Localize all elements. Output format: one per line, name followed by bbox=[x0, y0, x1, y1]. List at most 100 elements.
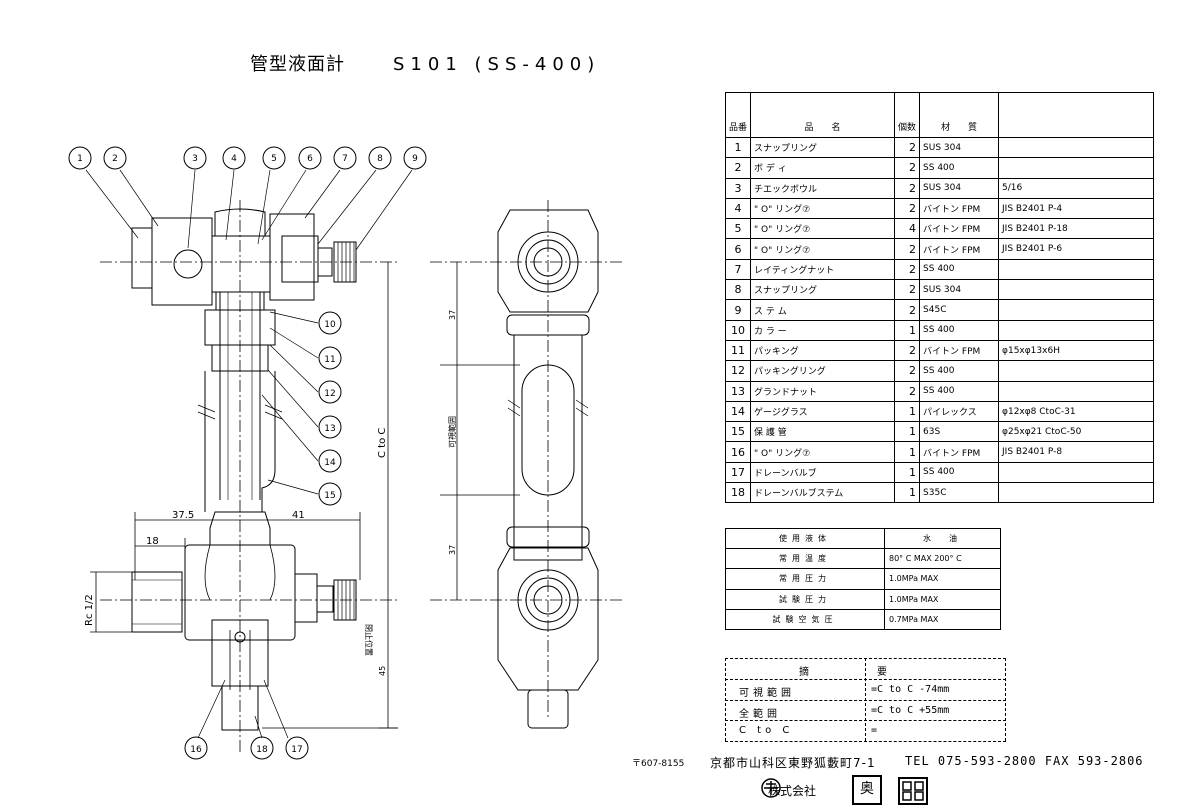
cell-no: 16 bbox=[724, 441, 752, 463]
cell-qty: 2 bbox=[894, 339, 921, 362]
summary-row: C to C= bbox=[725, 720, 1006, 742]
cell-remarks: φ15xφ13x6H bbox=[998, 339, 1155, 362]
cell-qty: 2 bbox=[894, 197, 921, 220]
balloon-11: 11 bbox=[324, 355, 335, 365]
cell-qty: 2 bbox=[894, 279, 921, 301]
dim-rc: Rc 1/2 bbox=[84, 594, 95, 626]
cell-remarks bbox=[998, 157, 1155, 179]
cell-material: バイトン FPM bbox=[919, 218, 1000, 240]
cell-no: 3 bbox=[724, 177, 752, 199]
dim-41: 41 bbox=[292, 510, 305, 521]
cell-qty: 1 bbox=[894, 319, 921, 341]
front-view-top bbox=[131, 208, 357, 512]
cell-no: 14 bbox=[724, 400, 752, 423]
summary-header-right: 要 bbox=[877, 667, 891, 678]
cell-no: 4 bbox=[724, 197, 752, 220]
header-material: 材 質 bbox=[919, 92, 1000, 138]
balloon-2: 2 bbox=[112, 154, 118, 164]
part-balloons bbox=[68, 146, 427, 760]
condition-value: 0.7MPa MAX bbox=[884, 608, 1001, 630]
cell-qty: 2 bbox=[894, 136, 921, 159]
cell-qty: 2 bbox=[894, 238, 921, 260]
cell-no: 5 bbox=[724, 218, 752, 240]
cell-material: SS 400 bbox=[919, 461, 1000, 484]
cell-qty: 1 bbox=[894, 421, 921, 443]
cell-no: 13 bbox=[724, 380, 752, 402]
postal-code: 〒607-8155 bbox=[632, 759, 685, 769]
dimension-lines bbox=[90, 262, 520, 729]
cell-no: 7 bbox=[724, 258, 752, 281]
summary-label: 可視範囲 bbox=[739, 688, 795, 699]
cell-name: ボ デ ィ bbox=[750, 157, 896, 179]
cell-remarks bbox=[998, 279, 1155, 301]
cell-name: ゲージグラス bbox=[750, 400, 896, 423]
condition-label: 常用圧力 bbox=[725, 568, 885, 590]
summary-row: 可視範囲 =C to C -74mm bbox=[725, 679, 1006, 700]
cell-remarks bbox=[998, 136, 1155, 159]
cell-qty: 2 bbox=[894, 157, 921, 179]
cell-name: グランドナット bbox=[750, 380, 896, 402]
balloon-9: 9 bbox=[412, 154, 418, 164]
cell-no: 11 bbox=[724, 339, 752, 362]
cell-name: スナップリング bbox=[750, 136, 896, 159]
balloon-3: 3 bbox=[192, 154, 198, 164]
header-qty: 個数 bbox=[894, 92, 921, 138]
cell-name: ス テ ム bbox=[750, 299, 896, 321]
cell-material: SS 400 bbox=[919, 319, 1000, 341]
cell-name: パッキング bbox=[750, 339, 896, 362]
title-name: 管型液面計 bbox=[250, 54, 345, 75]
cell-material: SS 400 bbox=[919, 360, 1000, 382]
header-remarks bbox=[998, 92, 1155, 138]
cell-remarks: JIS B2401 P-4 bbox=[998, 197, 1155, 220]
condition-label: 使用液体 bbox=[725, 527, 885, 550]
dim-18: 18 bbox=[146, 536, 159, 547]
balloon-14: 14 bbox=[324, 458, 336, 468]
balloon-15: 15 bbox=[324, 491, 335, 501]
cell-no: 8 bbox=[724, 279, 752, 301]
cell-no: 6 bbox=[724, 238, 752, 260]
balloon-12: 12 bbox=[324, 389, 335, 399]
dim-closed-position: 閉止位置 bbox=[364, 624, 374, 656]
cell-material: SS 400 bbox=[919, 157, 1000, 179]
cell-remarks: JIS B2401 P-8 bbox=[998, 441, 1155, 463]
cell-name: " O" リング⑦ bbox=[750, 441, 896, 463]
balloon-10: 10 bbox=[324, 320, 336, 330]
centerlines bbox=[100, 200, 622, 752]
cell-qty: 2 bbox=[894, 299, 921, 321]
table-row: 使用液体水 油 bbox=[725, 527, 1001, 550]
cell-no: 2 bbox=[724, 157, 752, 179]
side-view bbox=[497, 209, 599, 729]
condition-label: 試験圧力 bbox=[725, 588, 885, 610]
condition-value: 1.0MPa MAX bbox=[884, 568, 1001, 590]
technical-drawing: 1 2 3 4 5 6 7 8 9 10 11 12 13 14 15 16 1… bbox=[68, 146, 622, 760]
cell-no: 1 bbox=[724, 136, 752, 159]
condition-label: 試験空気圧 bbox=[725, 608, 885, 630]
cell-no: 12 bbox=[724, 360, 752, 382]
company-emblem-icon bbox=[761, 778, 781, 798]
cell-name: パッキングリング bbox=[750, 360, 896, 382]
condition-value: 1.0MPa MAX bbox=[884, 588, 1001, 610]
cell-no: 10 bbox=[724, 319, 752, 341]
summary-value: =C to C -74mm bbox=[871, 684, 950, 695]
cell-name: スナップリング bbox=[750, 279, 896, 301]
dim-37-bottom: 37 bbox=[448, 545, 457, 555]
summary-value: =C to C +55mm bbox=[871, 704, 950, 716]
balloon-4: 4 bbox=[231, 154, 237, 164]
parts-table-header: 品番 品 名 個数 材 質 bbox=[724, 92, 1155, 138]
cell-remarks bbox=[998, 360, 1155, 382]
cell-qty: 2 bbox=[894, 360, 921, 382]
